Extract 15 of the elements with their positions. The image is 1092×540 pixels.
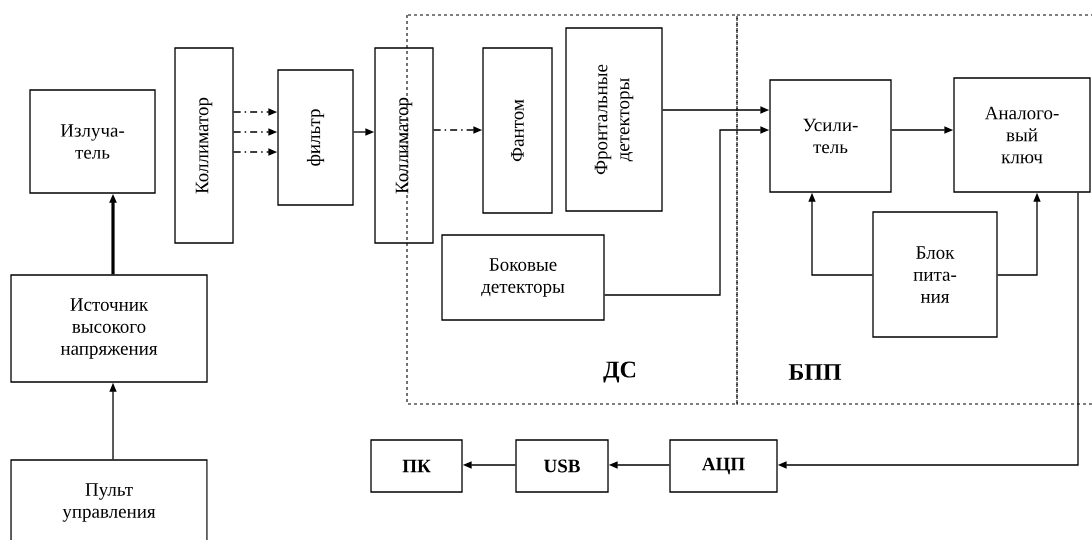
block-box: фильтр (277, 69, 354, 206)
block-box: Излуча- тель (29, 89, 156, 194)
block-box: Пульт управления (10, 459, 208, 540)
block-box: Аналого- вый ключ (953, 77, 1091, 193)
block-box: Боковые детекторы (441, 234, 605, 321)
block-box: ПК (370, 439, 463, 493)
block-box: Источник высокого напряжения (10, 274, 208, 383)
block-box: Фронтальные детекторы (565, 27, 663, 212)
block-box: Коллиматор (174, 47, 234, 244)
block-box: АЦП (669, 439, 778, 493)
block-box: Фантом (482, 47, 553, 214)
block-box: USB (515, 439, 609, 493)
block-box: Усили- тель (769, 79, 892, 193)
block-box: Блок пита- ния (872, 211, 998, 338)
block-box: Коллиматор (374, 47, 434, 244)
